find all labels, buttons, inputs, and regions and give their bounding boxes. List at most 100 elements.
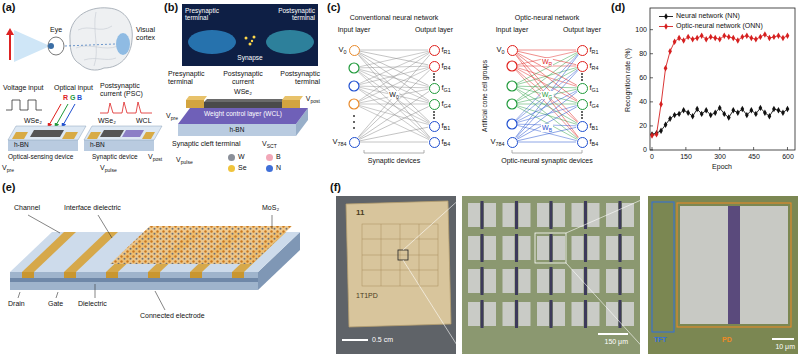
synapse-connector — [358, 54, 429, 122]
path-shape — [652, 108, 787, 134]
node-label: fB1 — [442, 122, 451, 130]
polygon-shape — [84, 126, 162, 140]
legend-swatch — [228, 165, 235, 172]
panel-label: (e) — [2, 181, 15, 194]
ellipse-shape — [266, 30, 314, 54]
circle-shape — [48, 43, 54, 49]
node-label: V0 — [338, 46, 346, 54]
neuron-circle: fB1 — [577, 121, 588, 132]
circle-shape — [433, 76, 435, 78]
path-shape — [740, 34, 744, 40]
rect-shape — [550, 234, 553, 262]
text-label: Dielectric — [78, 300, 107, 308]
legend-text: Neural network (NN) — [676, 12, 740, 20]
path-shape — [709, 112, 713, 118]
node-label: fR1 — [442, 46, 451, 54]
circle-shape — [507, 99, 517, 109]
rect-shape — [553, 269, 565, 293]
neuron-circle: fR1 — [577, 45, 588, 56]
path-shape — [517, 69, 577, 102]
legend-swatch — [266, 165, 273, 172]
path-shape — [727, 34, 731, 40]
rect-shape — [503, 203, 515, 227]
rect-shape — [519, 236, 531, 260]
text-label: Output layer — [415, 26, 453, 34]
line-shape — [18, 292, 20, 298]
tick-label: 300 — [714, 153, 726, 161]
path-shape — [516, 70, 578, 123]
subscript: R — [548, 61, 552, 67]
polygon-shape — [178, 108, 308, 124]
path-shape — [359, 53, 430, 101]
path-shape — [786, 106, 790, 112]
path-shape — [512, 150, 582, 153]
text-label: Voltage input — [3, 84, 43, 92]
panel-label: (c) — [327, 1, 340, 14]
text-label: B — [77, 94, 82, 102]
text-label: R — [63, 94, 68, 102]
polygon-shape — [30, 130, 64, 137]
line-shape — [95, 284, 96, 298]
rect-shape — [336, 196, 456, 354]
circle-shape — [251, 40, 253, 42]
text-label: Synapse — [237, 54, 262, 61]
rect-shape — [584, 267, 587, 295]
chart-frame — [650, 8, 795, 150]
rect-shape — [622, 203, 634, 227]
legend-text: Optic-neural network (ONN) — [676, 22, 763, 30]
path-shape — [677, 35, 681, 41]
circle-shape — [353, 121, 355, 123]
path-shape — [777, 107, 781, 113]
node-label: V784 — [332, 138, 346, 146]
path-shape — [664, 65, 668, 71]
node-label: fB1 — [590, 122, 599, 130]
text-label: Postsynaptic terminal — [274, 70, 320, 86]
tick-label: 80 — [639, 50, 647, 58]
path-shape — [722, 32, 726, 38]
path-shape — [749, 107, 753, 113]
text-label: Input layer — [338, 26, 371, 34]
path-shape — [777, 32, 781, 38]
path-shape — [517, 68, 576, 85]
path-shape — [76, 12, 118, 66]
subscript: pre — [171, 115, 178, 121]
path-shape — [6, 100, 42, 110]
path-shape — [704, 107, 708, 113]
path-shape — [763, 31, 767, 37]
g-shape — [18, 215, 272, 310]
path-shape — [517, 107, 577, 140]
text-label: Vpulse — [176, 156, 193, 164]
tick-label: 40 — [639, 98, 647, 106]
axis-title: Epoch — [712, 163, 732, 171]
polygon-shape — [64, 232, 118, 272]
rect-shape — [728, 206, 740, 324]
path-shape — [359, 66, 428, 68]
node-label: fR1 — [590, 46, 599, 54]
path-shape — [650, 132, 654, 138]
path-shape — [713, 109, 717, 115]
synapse-connector — [359, 53, 428, 86]
path-shape — [664, 13, 668, 19]
path-shape — [359, 68, 429, 101]
legend-text: B — [276, 153, 281, 161]
ellipse-shape — [116, 33, 130, 55]
path-shape — [722, 111, 726, 117]
panel-label: (d) — [611, 1, 625, 14]
neuron-circle: fG4 — [577, 99, 588, 110]
line-shape — [28, 215, 60, 233]
rect-shape — [537, 269, 549, 293]
path-shape — [786, 32, 790, 38]
neuron-circle: V784 — [349, 137, 360, 148]
text-label: Gate — [48, 300, 63, 308]
weight-label: WG — [541, 91, 554, 99]
text-label: WSe₂ — [24, 117, 42, 125]
rect-shape — [484, 302, 496, 326]
node-label: fG4 — [590, 100, 599, 108]
subscript: post — [310, 98, 320, 104]
text-label: Postsynaptic terminal — [269, 7, 315, 22]
tick-label: 600 — [782, 153, 794, 161]
node-label: fR4 — [442, 62, 451, 70]
subscript: 784 — [496, 140, 505, 146]
synapse-connector — [358, 55, 430, 138]
node-label: V784 — [490, 138, 504, 146]
